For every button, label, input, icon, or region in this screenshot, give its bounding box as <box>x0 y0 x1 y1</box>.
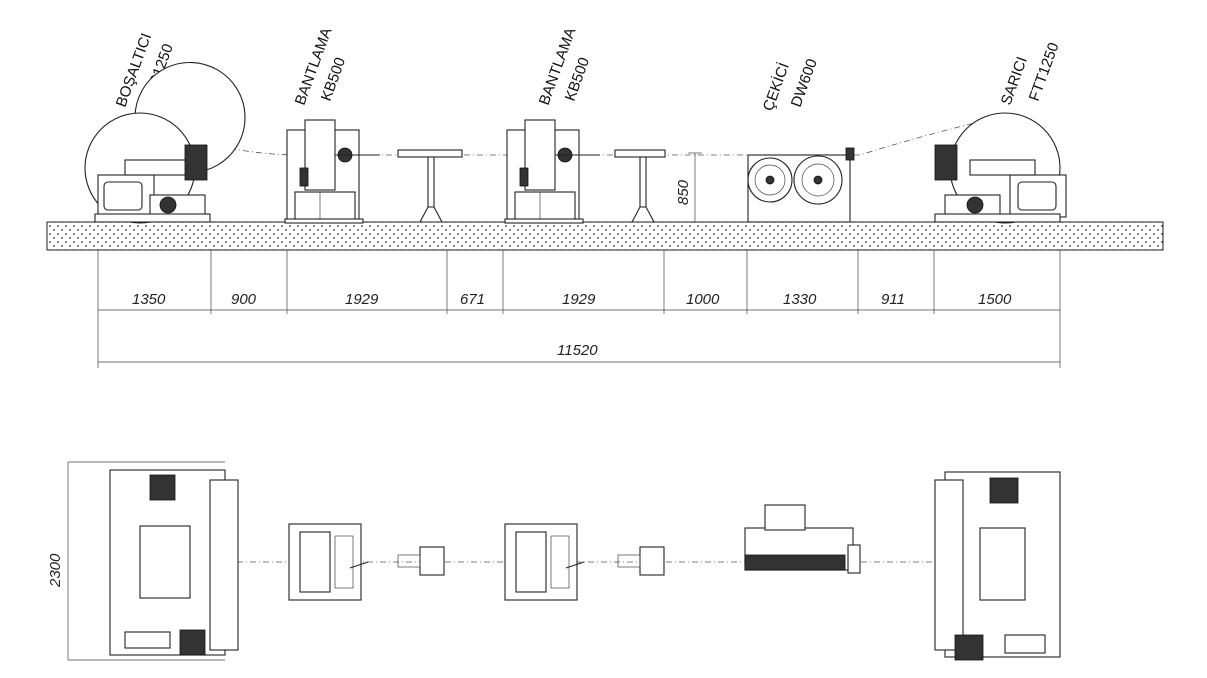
guide-stand-top-1 <box>397 546 445 576</box>
height-value: 850 <box>675 179 692 205</box>
taping1-side <box>284 119 380 224</box>
segment-6: 1000 <box>686 291 720 308</box>
taping2-side <box>504 119 600 224</box>
label-winder-model: FTT1250 <box>1026 40 1063 103</box>
width-dimension: 2300 <box>47 461 225 661</box>
segment-1: 1350 <box>132 291 166 308</box>
capstan-side <box>747 147 855 223</box>
width-value: 2300 <box>47 553 64 588</box>
total-length: 11520 <box>557 342 598 359</box>
height-dimension: 850 <box>675 152 702 222</box>
guide-stand-top-2 <box>617 546 665 576</box>
ground-slab <box>46 221 1164 251</box>
guide-stand-2 <box>614 149 666 223</box>
segment-9: 1500 <box>978 291 1012 308</box>
segment-5: 1929 <box>562 291 596 308</box>
segment-3: 1929 <box>345 291 379 308</box>
guide-stand-1 <box>397 149 463 223</box>
label-capstan-name: ÇEKİCİ <box>759 60 793 113</box>
segment-4: 671 <box>460 291 485 308</box>
winder-side <box>934 112 1067 224</box>
segment-8: 911 <box>881 291 905 308</box>
segment-7: 1330 <box>783 291 817 308</box>
unwinder-side <box>84 61 246 224</box>
capstan-top <box>744 504 861 574</box>
label-winder-name: SARICI <box>998 55 1031 108</box>
winder-top <box>934 471 1061 661</box>
label-capstan-model: DW600 <box>788 57 821 110</box>
taping1-top <box>288 523 369 601</box>
machine-labels: BOŞALTICI FTP1250 BANTLAMA KB500 BANTLAM… <box>113 26 1063 114</box>
segment-2: 900 <box>231 291 257 308</box>
segment-dimensions: 1350 900 1929 671 1929 1000 1330 911 150… <box>97 250 1061 368</box>
unwinder-top <box>109 469 239 656</box>
taping2-top <box>504 523 585 601</box>
